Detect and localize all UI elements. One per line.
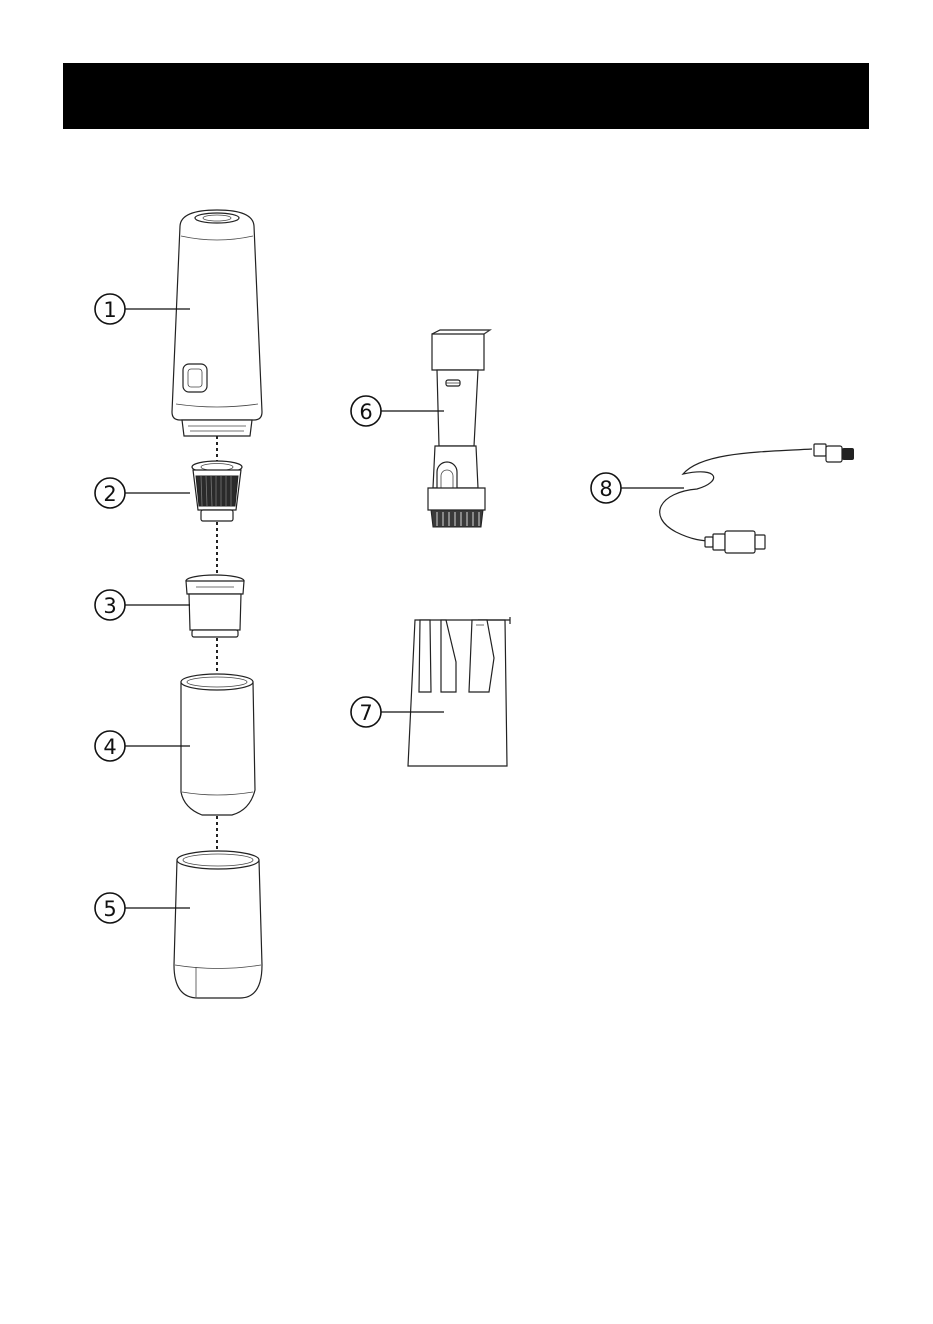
bottom-cup-illustration bbox=[174, 851, 262, 998]
callout-1-number: 1 bbox=[103, 298, 116, 322]
nozzle-holder-illustration bbox=[408, 617, 510, 766]
callout-8-number: 8 bbox=[599, 477, 612, 501]
callout-3-number: 3 bbox=[103, 594, 116, 618]
dust-bin-illustration bbox=[181, 674, 255, 815]
callout-6: 6 bbox=[351, 396, 381, 426]
filter-illustration bbox=[192, 461, 242, 521]
callout-5-number: 5 bbox=[103, 897, 116, 921]
main-unit-illustration bbox=[172, 210, 262, 436]
callout-4: 4 bbox=[95, 731, 125, 761]
callout-2-number: 2 bbox=[103, 482, 116, 506]
charging-cable-illustration bbox=[660, 444, 854, 553]
callout-2: 2 bbox=[95, 478, 125, 508]
callout-7: 7 bbox=[351, 697, 381, 727]
callout-5: 5 bbox=[95, 893, 125, 923]
callout-8: 8 bbox=[591, 473, 621, 503]
callout-6-number: 6 bbox=[359, 400, 372, 424]
callout-1: 1 bbox=[95, 294, 125, 324]
callout-3: 3 bbox=[95, 590, 125, 620]
callout-7-number: 7 bbox=[359, 701, 372, 725]
filter-holder-illustration bbox=[186, 575, 244, 637]
brush-nozzle-illustration bbox=[428, 330, 490, 527]
callout-4-number: 4 bbox=[103, 735, 116, 759]
